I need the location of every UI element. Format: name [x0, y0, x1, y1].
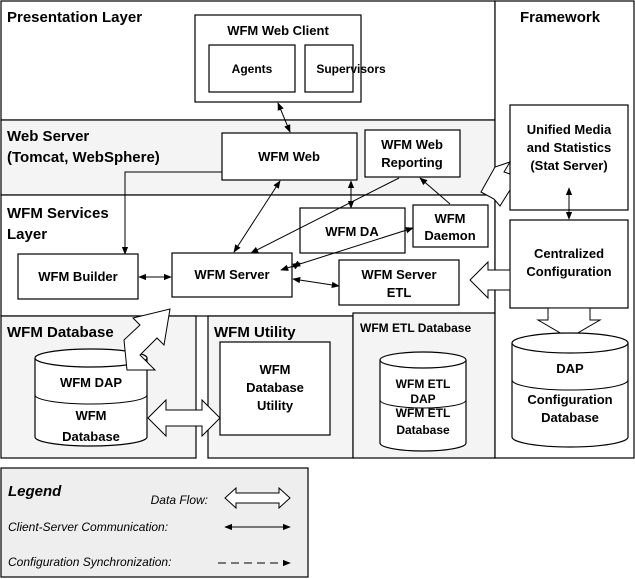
wfm-dap-label: WFM DAP: [60, 375, 122, 390]
wfm-database-cylinder: [34, 348, 148, 447]
agents-box: [208, 44, 296, 93]
wfm-web-box: [221, 132, 358, 181]
db-utility-box: [219, 341, 331, 436]
etl-database-label-2: Database: [396, 423, 450, 437]
etl-dap-label: WFM ETL: [396, 377, 451, 391]
web-reporting-label: WFM Web: [381, 137, 443, 152]
data-flow-arrow-db-utility: [147, 398, 221, 438]
server-box: [171, 252, 293, 298]
stat-server-label: Unified Media: [527, 122, 612, 137]
framework-label: Framework: [520, 9, 601, 26]
server-etl-label: WFM Server: [361, 267, 436, 282]
config-label: Centralized: [534, 246, 604, 261]
builder-label: WFM Builder: [38, 269, 117, 284]
database-layer-label: WFM Database: [7, 324, 114, 341]
server-label: WFM Server: [194, 267, 269, 282]
stat-server-label-3: (Stat Server): [530, 158, 607, 173]
services-layer-label-2: Layer: [7, 226, 47, 243]
daemon-label-2: Daemon: [424, 228, 475, 243]
cfg-dap-label: DAP: [556, 361, 584, 376]
daemon-box: [412, 204, 489, 248]
legend-data-flow-arrow: [224, 486, 291, 510]
server-etl-label-2: ETL: [387, 285, 412, 300]
etl-database-cylinder: [379, 351, 467, 452]
agents-label: Agents: [232, 62, 273, 76]
builder-box: [17, 253, 139, 300]
web-server-label: Web Server: [7, 128, 89, 145]
data-flow-arrow-config-db: [536, 307, 602, 339]
wfm-da-label: WFM DA: [325, 224, 379, 239]
etl-database-label: WFM ETL Database: [360, 321, 471, 335]
data-flow-arrow-config-server: [469, 260, 511, 300]
services-layer-label: WFM Services: [7, 205, 109, 222]
etl-database-label-1: WFM ETL: [396, 406, 451, 420]
legend-box: [0, 467, 309, 578]
legend-title: Legend: [8, 483, 62, 500]
config-database-cylinder: [511, 332, 629, 448]
data-flow-arrow-stat-daemon: [480, 161, 512, 207]
wfm-database-label: WFM: [75, 408, 106, 423]
client-server-arrows: [121, 102, 573, 289]
web-reporting-label-2: Reporting: [381, 155, 442, 170]
legend-client-server-label: Client-Server Communication:: [8, 520, 168, 534]
stat-server-label-2: and Statistics: [527, 140, 612, 155]
db-utility-label-3: Utility: [257, 398, 294, 413]
wfm-database-label-2: Database: [62, 429, 120, 444]
data-flow-arrow-db-services: [123, 308, 171, 371]
supervisors-label: Supervisors: [316, 62, 386, 76]
web-reporting-box: [364, 129, 461, 178]
db-utility-label-2: Database: [246, 380, 304, 395]
web-server-sublabel: (Tomcat, WebSphere): [7, 149, 160, 166]
web-client-label: WFM Web Client: [227, 23, 329, 38]
db-utility-label: WFM: [259, 362, 290, 377]
daemon-label: WFM: [434, 211, 465, 226]
utility-layer-label: WFM Utility: [214, 324, 296, 341]
legend-config-sync-label: Configuration Synchronization:: [8, 555, 171, 569]
presentation-layer-label: Presentation Layer: [7, 9, 142, 26]
cfg-db-label-2: Database: [541, 410, 599, 425]
supervisors-box: [304, 44, 354, 93]
config-box: [509, 219, 629, 309]
config-label-2: Configuration: [526, 264, 611, 279]
wfm-web-label: WFM Web: [258, 149, 320, 164]
legend-data-flow-label: Data Flow:: [151, 493, 208, 507]
etl-dap-label-2: DAP: [410, 392, 435, 406]
cfg-db-label: Configuration: [527, 392, 612, 407]
